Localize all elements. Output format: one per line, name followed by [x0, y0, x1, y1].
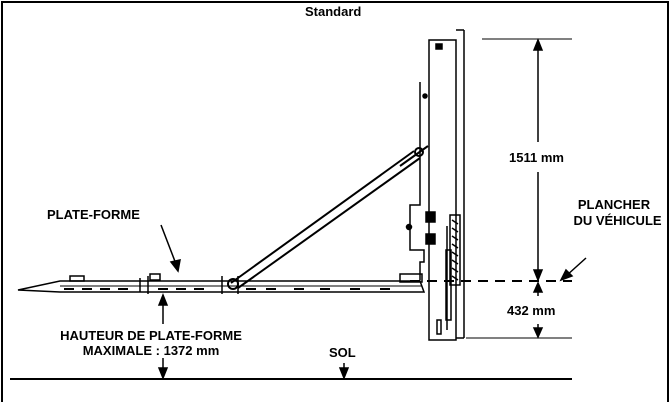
lift-column — [428, 29, 465, 341]
lower-dimension-arrow — [532, 281, 544, 339]
max-height-arrow-up — [157, 292, 169, 324]
platform-arrow — [160, 224, 181, 273]
vehicle-floor-arrow — [559, 257, 587, 282]
ground-arrow — [338, 363, 350, 381]
max-height-label-line1: HAUTEUR DE PLATE-FORME — [60, 328, 242, 343]
vehicle-floor-label-line2: DU VÉHICULE — [573, 213, 662, 228]
platform — [17, 273, 426, 294]
upper-dimension-label: 1511 mm — [509, 150, 564, 165]
lift-bracket — [405, 82, 436, 280]
max-height-label-line2: MAXIMALE : 1372 mm — [82, 343, 220, 358]
vehicle-floor-label-line1: PLANCHER — [577, 197, 651, 212]
lift-spring — [449, 214, 461, 286]
lower-dimension-label: 432 mm — [507, 303, 556, 318]
upper-dimension-arrow — [532, 37, 544, 283]
diagonal-strut — [227, 145, 429, 290]
diagram-title: Standard — [305, 4, 362, 19]
platform-label: PLATE-FORME — [47, 207, 140, 222]
ground-label: SOL — [329, 345, 356, 360]
max-height-arrow-down — [157, 358, 169, 381]
